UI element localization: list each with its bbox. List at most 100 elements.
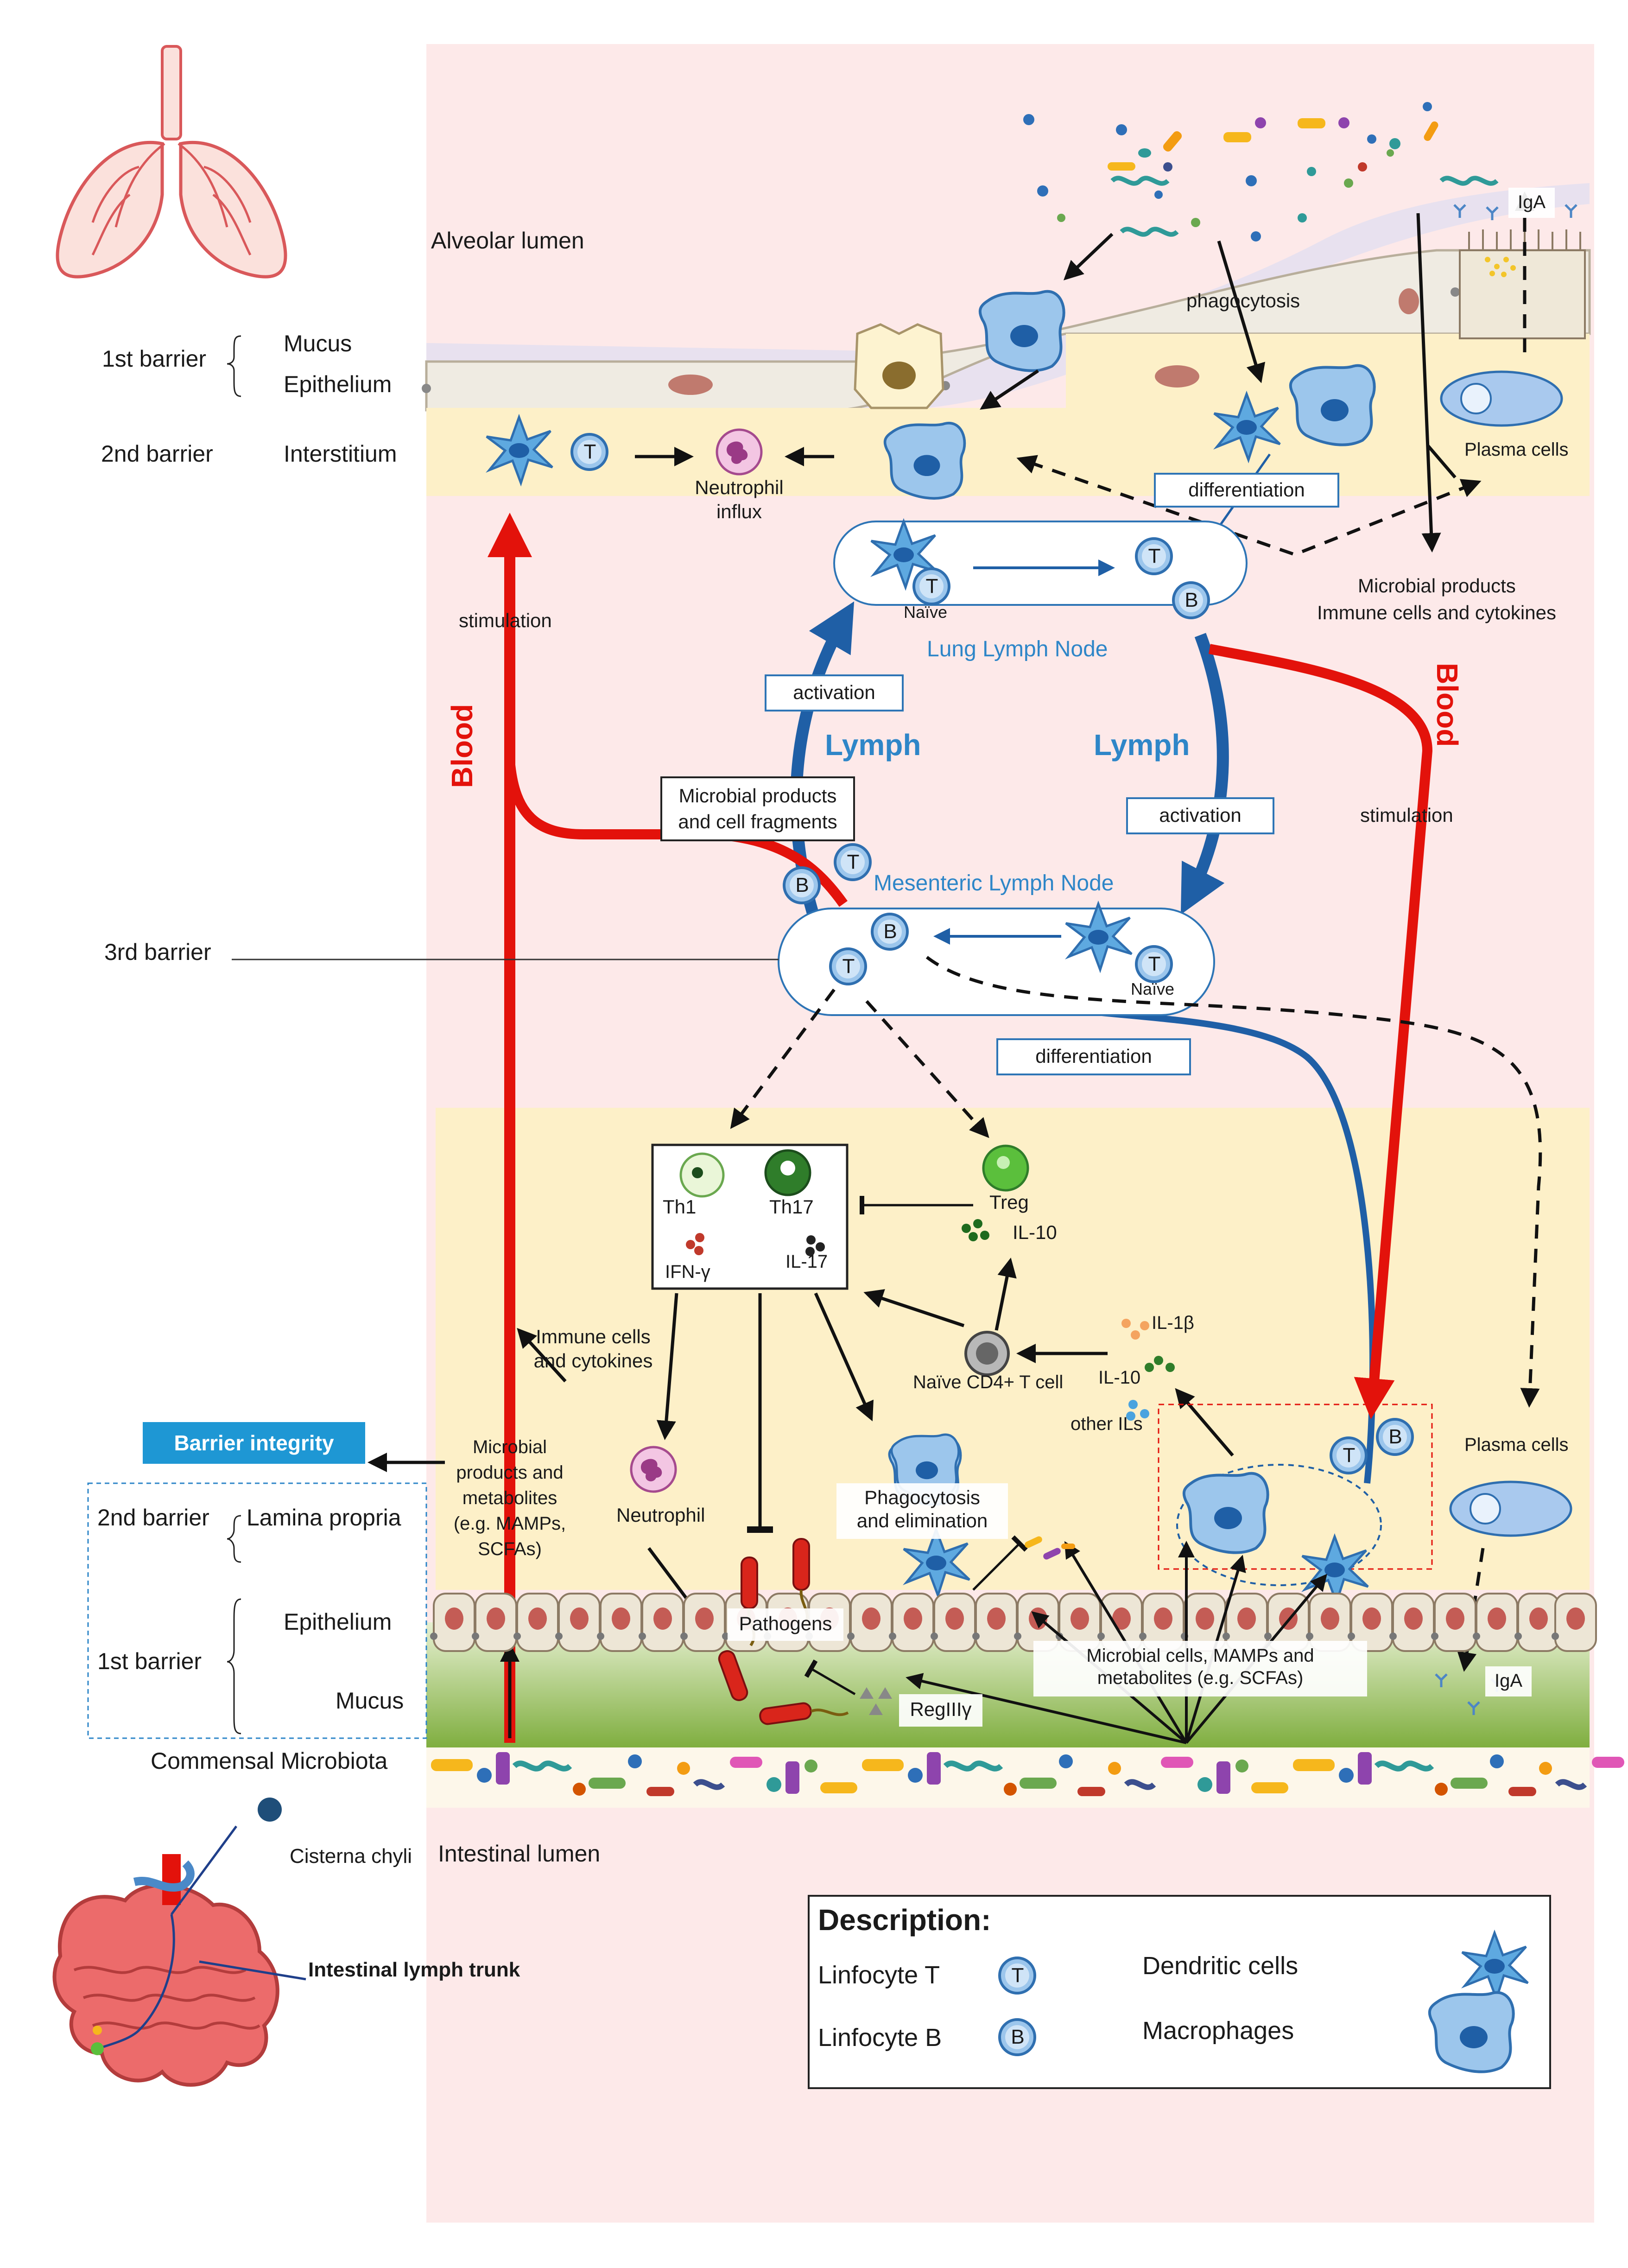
label-microbial-prod-5: SCFAs) [478,1539,542,1559]
label-phago-1: Phagocytosis [864,1487,980,1508]
label-treg: Treg [989,1191,1029,1213]
label-microbial-prod-4: (e.g. MAMPs, [453,1513,566,1534]
label-cisterna: Cisterna chyli [290,1845,412,1868]
gut-black-arrows [367,1258,1234,1738]
label-immune-cells-gut-2: and cytokines [533,1350,653,1372]
letter-b-mln-out: B [795,874,809,896]
treg-cell [982,1144,1029,1192]
label-phagocytosis: phagocytosis [1186,290,1300,311]
label-regiiiy: RegIIIγ [899,1694,982,1727]
ifn-dots [686,1233,704,1255]
label-activation-upper: activation [765,674,904,712]
label-il1b: IL-1β [1152,1313,1194,1333]
label-plasma-cells-lung: Plasma cells [1464,439,1569,460]
gut-neutrophil [631,1447,676,1492]
label-commensal: Commensal Microbiota [151,1748,388,1774]
label-neutrophil-influx-2: influx [716,501,762,522]
legend-linfocyte-t: Linfocyte T [818,1961,940,1989]
label-lymph-right: Lymph [1094,728,1190,762]
label-microbial-fragments-2: and cell fragments [678,811,837,832]
label-first-barrier-lung: 1st barrier [102,346,207,372]
label-alveolar-lumen: Alveolar lumen [431,228,584,254]
label-microbial-prod-2: products and [456,1462,564,1483]
pathogens [718,1538,849,1725]
letter-t-mln-naive: T [1148,953,1161,975]
blood-arrow-down [1208,644,1433,1419]
legend-macrophages: Macrophages [1142,2017,1294,2045]
lung-macrophage-lumen [980,292,1064,371]
letter-b-mln: B [883,920,897,943]
gut-epithelium-row [429,1593,1597,1652]
label-blood-right: Blood [1431,663,1464,747]
sampling-box [1158,1404,1433,1570]
gut-small-microbes [1025,1536,1075,1560]
label-lymph-trunk: Intestinal lymph trunk [308,1958,520,1981]
legend-dendritic: Dendritic cells [1142,1952,1299,1980]
gut-macrophage-sampling [1184,1474,1268,1553]
lung-mucus-layer [426,183,1590,408]
regiiiy-molecules [860,1687,892,1715]
label-differentiation-mln: differentiation [996,1038,1191,1075]
label-phago-2: and elimination [856,1510,988,1532]
label-activation-lower: activation [1126,797,1274,834]
phagocytosis-inhibition [972,1535,1028,1591]
commensal-microbiota-band [426,1747,1628,1808]
legend-box [808,1895,1551,2089]
label-neutrophil-influx-1: Neutrophil [695,476,784,498]
letter-b-lln: B [1185,589,1198,611]
naive-cd4-cell [964,1331,1010,1376]
letter-b-legend: B [1011,2026,1025,2048]
label-other-ils: other ILs [1071,1414,1143,1434]
letter-t-sampling: T [1343,1444,1356,1467]
barrier-brackets [227,335,241,1734]
label-il10-gut: IL-10 [1098,1367,1141,1388]
lung-plasma-cell [1441,372,1562,426]
label-lung-lymph-node: Lung Lymph Node [927,637,1108,661]
legend-linfocyte-b: Linfocyte B [818,2024,942,2052]
lung-macrophage-interstitium [885,423,965,498]
regiiiy-inhibition [804,1659,856,1696]
label-stimulation-left: stimulation [459,610,552,631]
il10-dots [962,1219,989,1241]
label-immune-cells-lung: Immune cells and cytokines [1317,602,1556,623]
label-phagocytosis-box: Phagocytosis and elimination [836,1483,1008,1539]
letter-t-lung: T [583,440,596,463]
label-neutrophil-gut: Neutrophil [616,1504,705,1526]
lung-neutrophil [717,430,761,474]
label-naive-mln: Naïve [1131,979,1175,998]
label-mucus-lung: Mucus [284,330,352,356]
label-lymph-left: Lymph [825,728,921,762]
label-plasma-cells-gut: Plasma cells [1464,1435,1569,1455]
label-th1: Th1 [663,1196,697,1218]
lymph-trunk-pointer [199,1960,306,1981]
label-second-barrier-lung: 2nd barrier [101,441,213,467]
bronchial-epithelium [1459,229,1586,339]
legend-title: Description: [818,1903,991,1937]
label-intestinal-lumen: Intestinal lumen [438,1841,601,1867]
label-microbial-prod-1: Microbial [472,1437,547,1457]
sampling-ellipse [1176,1464,1382,1586]
label-il17: IL-17 [785,1252,828,1272]
label-immune-cells-gut-1: Immune cells [536,1326,651,1347]
label-blood-left: Blood [445,704,479,788]
letter-t-lln: T [1148,545,1161,567]
label-microbial-prod-3: metabolites [462,1488,557,1508]
lung-macrophage-right [1291,366,1375,445]
label-ifn: IFN-γ [665,1262,710,1282]
label-third-barrier: 3rd barrier [104,939,211,965]
label-microbial-cells-1: Microbial cells, MAMPs and [1086,1645,1314,1666]
letter-t-lln-naive: T [925,575,938,597]
label-second-barrier-gut: 2nd barrier [97,1505,209,1531]
il17-dots [805,1235,825,1256]
th1-cell [679,1152,725,1198]
letter-b-sampling: B [1388,1425,1402,1448]
label-il10-treg: IL-10 [1013,1221,1057,1243]
legend-macrophage-icon [1430,1993,1514,2072]
label-naive-cd4: Naïve CD4+ T cell [913,1372,1064,1392]
lymph-arrow-down [1180,633,1229,915]
barrier-integrity-badge: Barrier integrity [143,1422,365,1464]
label-naive-lln: Naïve [904,603,948,622]
label-microbial-fragments-1: Microbial products [678,785,837,807]
